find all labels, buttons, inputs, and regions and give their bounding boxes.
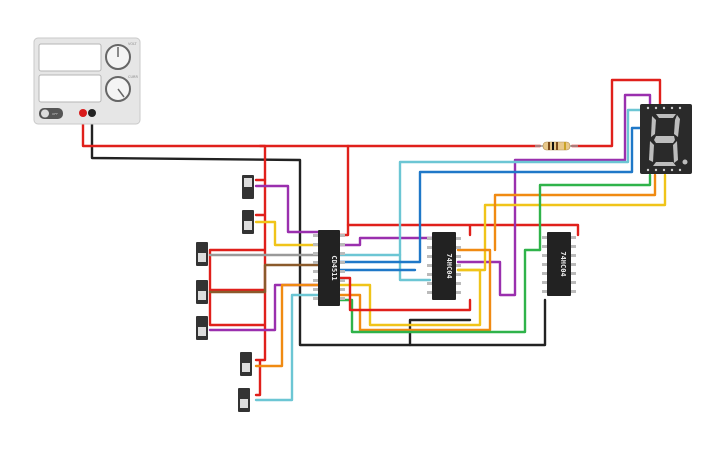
psu-voltage-display	[38, 43, 102, 72]
wire-vcc[interactable]	[81, 114, 267, 182]
resistor[interactable]	[535, 141, 578, 151]
slide-switches	[196, 175, 254, 412]
psu-switch-label: OFF	[52, 112, 58, 116]
psu-current-display	[38, 74, 102, 103]
wire-ground-2[interactable]	[408, 298, 547, 347]
wire-orange-2[interactable]	[338, 248, 492, 332]
wire-orange-3[interactable]	[493, 173, 657, 252]
wire-red-jumper[interactable]	[338, 276, 472, 312]
wire-cyan-3[interactable]	[398, 253, 432, 282]
wire-yellow-1[interactable]	[254, 220, 322, 247]
wire-vcc-5[interactable]	[346, 223, 580, 237]
switch-5[interactable]	[196, 316, 208, 340]
seven-segment-display[interactable]	[640, 104, 692, 174]
switch-4[interactable]	[196, 280, 208, 304]
wire-switch-bus[interactable]	[208, 178, 267, 397]
wire-cyan-1[interactable]	[254, 293, 322, 402]
wire-purple-4[interactable]	[456, 93, 652, 297]
wire-ground[interactable]	[90, 114, 472, 347]
switch-3[interactable]	[196, 242, 208, 266]
wires	[81, 78, 667, 402]
psu-current-label: CURR	[128, 75, 138, 79]
wire-cyan-2[interactable]	[338, 108, 642, 257]
switch-2[interactable]	[242, 210, 254, 234]
wire-purple-2[interactable]	[338, 236, 442, 247]
wire-orange-1[interactable]	[254, 283, 322, 368]
psu-negative-terminal[interactable]	[88, 109, 96, 117]
chip-74hc04-b-label: 74HC04	[559, 251, 567, 276]
wire-green-2[interactable]	[538, 173, 652, 252]
chip-74hc04-a-label: 74HC04	[445, 253, 453, 278]
psu-positive-terminal[interactable]	[79, 109, 87, 117]
display-segments	[649, 114, 688, 166]
wire-blue-1[interactable]	[338, 126, 642, 264]
wire-purple-1[interactable]	[254, 184, 322, 234]
chip-cd4511[interactable]: CD4511	[313, 230, 345, 306]
wire-yellow-3[interactable]	[456, 173, 667, 272]
psu-voltage-label: VOLT	[128, 42, 138, 46]
chip-74hc04-b[interactable]: 74HC04	[542, 232, 576, 296]
switch-1[interactable]	[242, 175, 254, 199]
wire-brown[interactable]	[208, 263, 322, 294]
wire-vcc-4[interactable]	[570, 78, 662, 148]
chip-cd4511-label: CD4511	[330, 255, 338, 280]
power-supply[interactable]: VOLT CURR OFF	[33, 37, 141, 125]
chip-74hc04-a[interactable]: 74HC04	[427, 232, 461, 300]
switch-6[interactable]	[240, 352, 252, 376]
switch-7[interactable]	[238, 388, 250, 412]
